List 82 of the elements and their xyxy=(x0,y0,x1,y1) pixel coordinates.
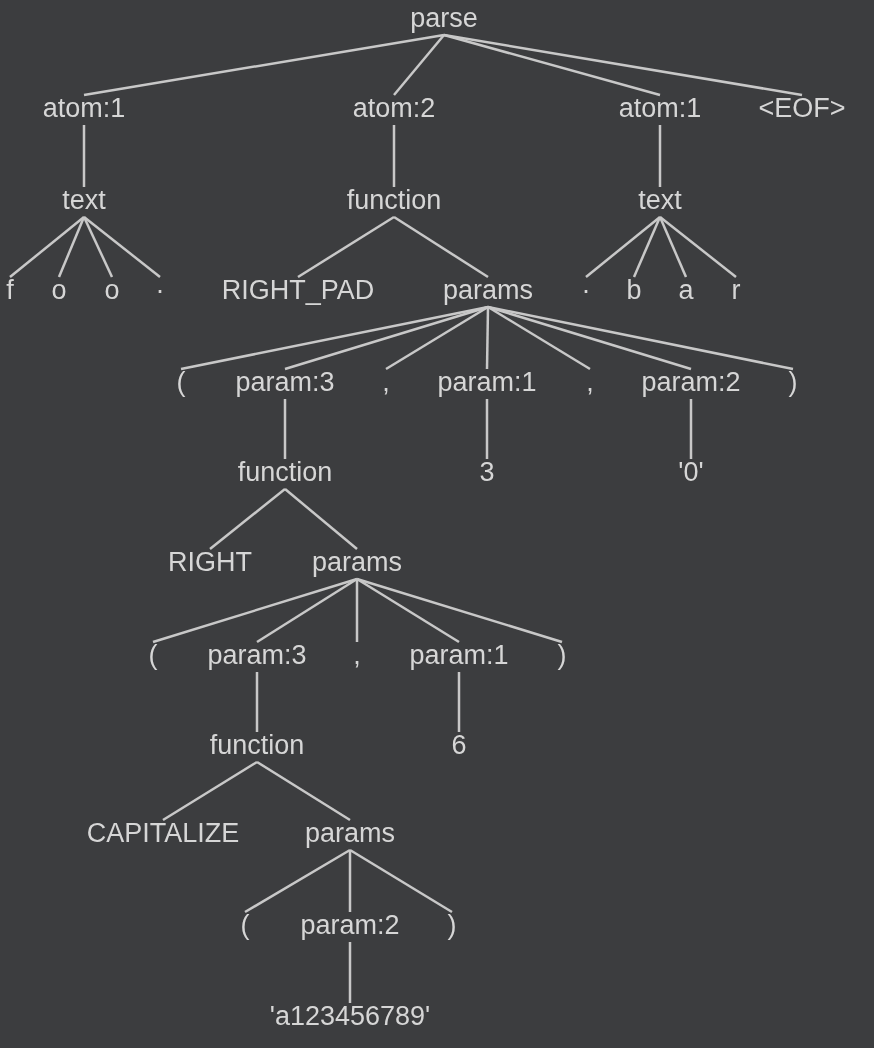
tree-branch-line xyxy=(356,577,563,644)
tree-node-label: f xyxy=(6,275,14,305)
tree-node-label: params xyxy=(305,818,395,848)
tree-node-label: atom:2 xyxy=(352,93,436,123)
tree-node-label: param:2 xyxy=(300,910,400,940)
tree-node-label: · xyxy=(581,275,591,305)
tree-node-label: param:1 xyxy=(409,640,509,670)
tree-branch-line xyxy=(659,216,737,278)
tree-branch-line xyxy=(658,216,688,278)
tree-node-label: ) xyxy=(788,367,798,397)
tree-node-label: ) xyxy=(447,910,457,940)
tree-node-label: function xyxy=(209,730,305,760)
tree-branch-line xyxy=(393,34,445,96)
tree-branch-line xyxy=(393,215,489,279)
tree-node-label: parse xyxy=(410,3,478,33)
tree-branch-line xyxy=(152,577,358,644)
tree-branch-line xyxy=(9,216,85,278)
tree-branch-line xyxy=(162,760,258,822)
tree-node-label: text xyxy=(62,185,106,215)
tree-node-label: · xyxy=(155,275,165,305)
tree-node-label: atom:1 xyxy=(42,93,126,123)
tree-branch-line xyxy=(485,399,489,459)
tree-branch-line xyxy=(255,672,259,732)
tree-node-label: 6 xyxy=(451,730,467,760)
tree-node-label: o xyxy=(51,275,67,305)
tree-branch-line xyxy=(209,488,286,550)
tree-node-label: <EOF> xyxy=(758,93,846,123)
tree-node-label: CAPITALIZE xyxy=(86,818,240,848)
tree-branch-line xyxy=(349,848,453,914)
tree-node-label: params xyxy=(443,275,533,305)
tree-branch-line xyxy=(443,33,803,97)
tree-node-label: param:3 xyxy=(207,640,307,670)
tree-node-label: RIGHT xyxy=(168,547,252,577)
tree-branch-line xyxy=(355,579,359,642)
tree-branch-line xyxy=(256,577,358,644)
tree-node-label: 3 xyxy=(479,457,495,487)
tree-branch-line xyxy=(487,305,794,371)
tree-branch-line xyxy=(658,125,662,187)
tree-branch-line xyxy=(83,33,445,97)
tree-node-label: params xyxy=(312,547,402,577)
tree-branch-line xyxy=(244,848,351,914)
tree-branch-line xyxy=(485,306,490,370)
tree-branch-line xyxy=(284,305,489,371)
tree-node-label: , xyxy=(353,640,361,670)
tree-branch-line xyxy=(356,577,460,644)
tree-branch-line xyxy=(487,305,591,371)
tree-node-label: param:3 xyxy=(235,367,335,397)
tree-branch-line xyxy=(392,125,396,187)
tree-branch-line xyxy=(348,942,352,1003)
tree-branch-line xyxy=(385,305,489,371)
tree-branch-line xyxy=(283,399,287,459)
tree-node-label: a xyxy=(678,275,694,305)
tree-node-label: , xyxy=(586,367,594,397)
tree-branch-line xyxy=(297,215,395,279)
tree-node-label: b xyxy=(626,275,642,305)
tree-node-label: text xyxy=(638,185,682,215)
tree-node-label: function xyxy=(237,457,333,487)
tree-branch-line xyxy=(689,399,693,459)
tree-node-label: '0' xyxy=(678,457,704,487)
tree-node-label: r xyxy=(731,275,741,305)
tree-branch-line xyxy=(632,216,662,278)
tree-branch-line xyxy=(57,216,86,278)
tree-node-label: function xyxy=(346,185,442,215)
tree-node-label: param:1 xyxy=(437,367,537,397)
tree-node-label: ) xyxy=(557,640,567,670)
tree-node-label: param:2 xyxy=(641,367,741,397)
tree-branch-line xyxy=(348,850,352,912)
tree-branch-line xyxy=(82,216,114,278)
tree-branch-line xyxy=(256,760,351,822)
tree-node-label: ( xyxy=(148,640,158,670)
tree-node-label: ( xyxy=(240,910,250,940)
tree-node-label: , xyxy=(382,367,390,397)
tree-branch-line xyxy=(585,216,661,278)
tree-branch-line xyxy=(284,488,358,550)
tree-node-label: ( xyxy=(176,367,186,397)
tree-branch-line xyxy=(82,125,86,187)
tree-node-label: o xyxy=(104,275,120,305)
tree-node-label: 'a123456789' xyxy=(269,1001,431,1031)
tree-branch-line xyxy=(83,216,161,278)
tree-branch-line xyxy=(457,672,461,732)
tree-node-label: atom:1 xyxy=(618,93,702,123)
tree-node-label: RIGHT_PAD xyxy=(221,275,375,305)
